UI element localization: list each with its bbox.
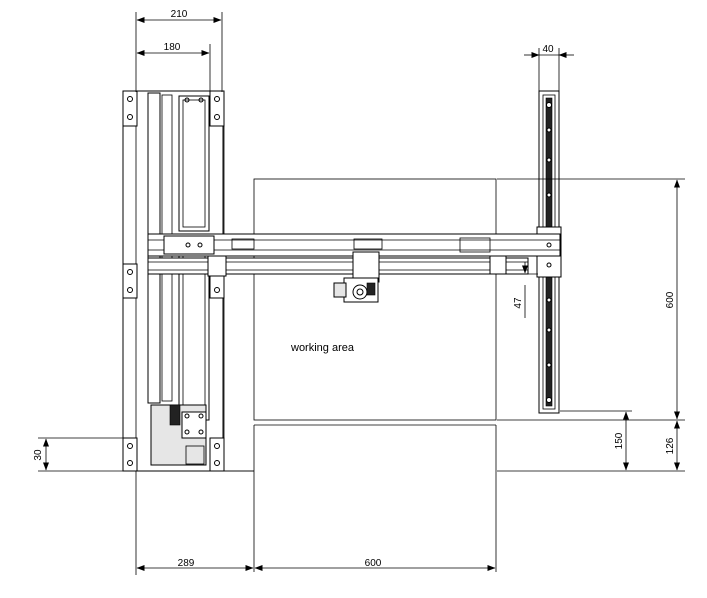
dimension-47-label: 47 xyxy=(513,297,524,309)
dimension-47 xyxy=(520,262,538,318)
dimension-600-vertical xyxy=(497,178,685,421)
dimension-40-label: 40 xyxy=(542,44,554,55)
dimension-600-horizontal-label: 600 xyxy=(365,558,382,569)
dimension-210-label: 210 xyxy=(171,9,188,20)
working-area xyxy=(253,178,497,572)
x-axis-beam xyxy=(147,233,561,277)
dimension-150 xyxy=(497,410,632,472)
dimension-600-vertical-label: 600 xyxy=(665,291,676,308)
dimension-126-label: 126 xyxy=(665,437,676,454)
dimension-210 xyxy=(135,12,223,92)
dimension-180 xyxy=(136,44,211,92)
dimension-40 xyxy=(524,48,574,92)
dimension-126 xyxy=(632,420,685,472)
dimension-180-label: 180 xyxy=(164,42,181,53)
working-area-label: working area xyxy=(290,342,355,354)
dimension-30 xyxy=(38,437,123,472)
baseline xyxy=(135,470,254,575)
left-y-axis xyxy=(122,90,225,472)
tool-head xyxy=(333,251,380,303)
dimension-289-label: 289 xyxy=(178,558,195,569)
dimension-30-label: 30 xyxy=(33,449,44,461)
dimension-150-label: 150 xyxy=(614,432,625,449)
